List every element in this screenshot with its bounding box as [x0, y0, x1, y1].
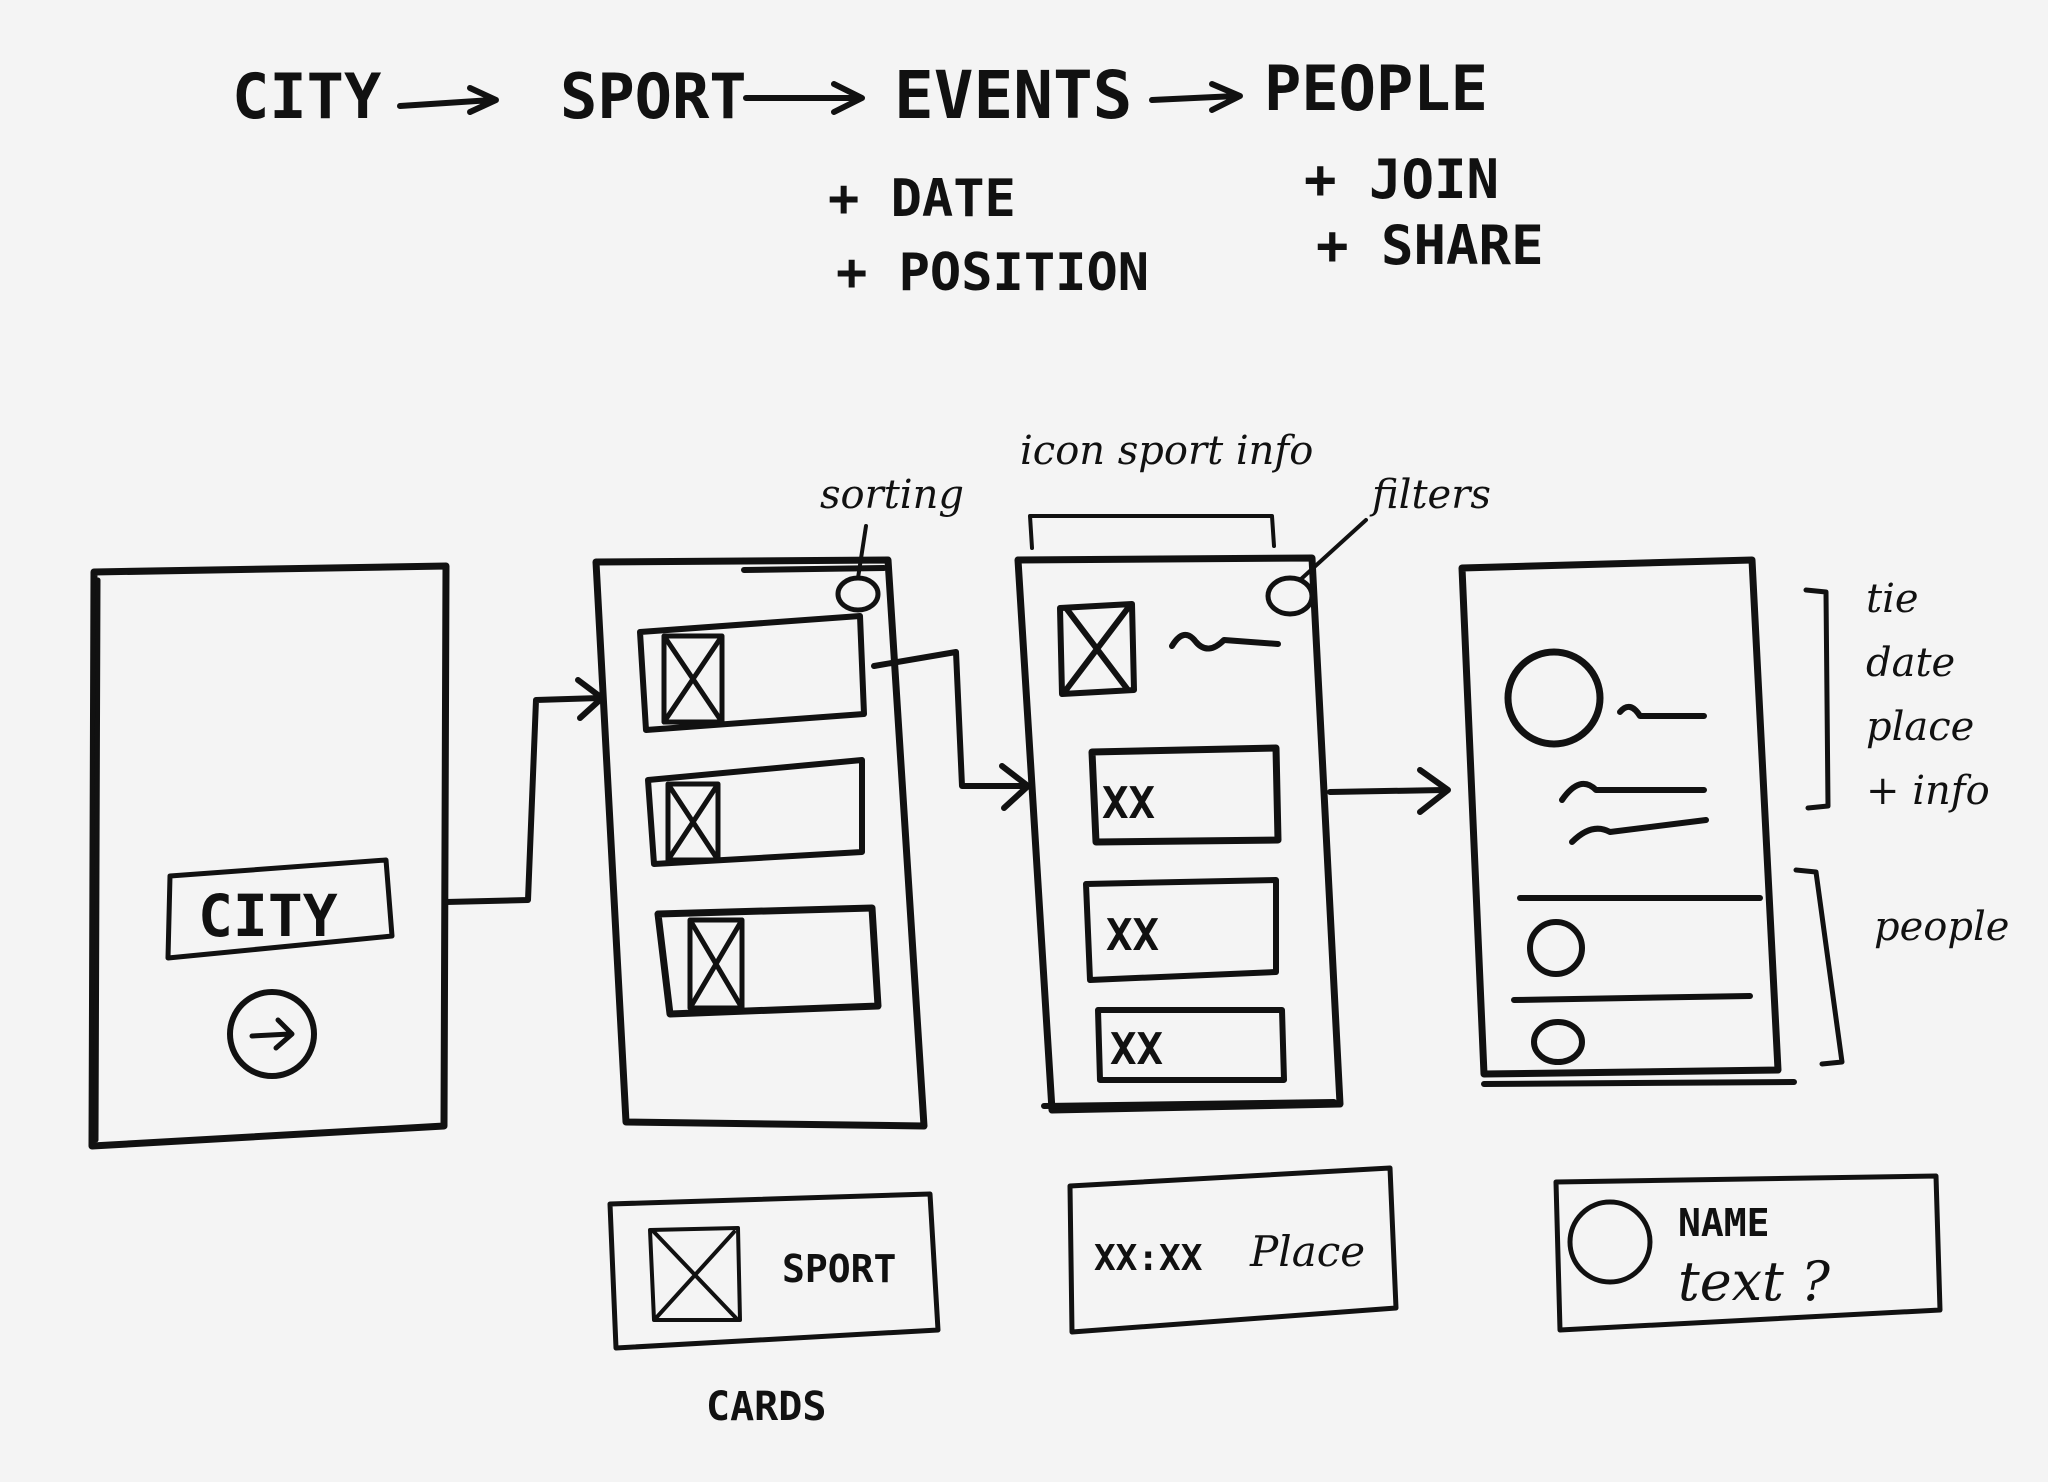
screen-city: CITY — [88, 562, 605, 1150]
flow-city: CITY — [232, 60, 382, 133]
arrow-right-icon — [249, 1017, 295, 1051]
image-placeholder-icon — [665, 781, 721, 863]
events-extra-date: + DATE — [828, 169, 1016, 229]
event-info-line-2 — [1569, 817, 1709, 845]
sport-card-1 — [637, 613, 867, 733]
event-title-line — [1617, 703, 1707, 719]
filters-button — [1265, 575, 1315, 617]
sport-card-3 — [654, 904, 882, 1018]
person-avatar-1 — [1527, 919, 1585, 977]
city-input-label: CITY — [198, 882, 338, 950]
image-placeholder-icon — [687, 917, 745, 1011]
image-placeholder-icon — [661, 633, 725, 725]
event-avatar — [1504, 648, 1604, 748]
flow-arrow-3 — [1149, 81, 1243, 113]
flow-diagram: CITY SPORT EVENTS PEOPLE + DATE + POSITI… — [232, 52, 1544, 303]
arrow-sport-to-events — [871, 649, 1031, 811]
screen-sport: sorting — [592, 472, 1031, 1130]
icon-sport-info-bracket — [1028, 514, 1276, 550]
screen-sport-frame — [592, 556, 928, 1130]
icon-sport-info-annotation: icon sport info — [1020, 428, 1313, 474]
event-card-3 — [1095, 1007, 1287, 1083]
image-placeholder-icon — [648, 1226, 742, 1322]
flow-people: PEOPLE — [1264, 52, 1488, 125]
flow-arrow-1 — [397, 85, 499, 115]
city-input — [165, 857, 395, 961]
detail-info-bracket — [1803, 587, 1831, 811]
people-extra-share: + SHARE — [1316, 214, 1544, 277]
person-avatar-2 — [1531, 1019, 1585, 1065]
event-card-2-label: XX — [1106, 910, 1159, 961]
event-card-2 — [1083, 877, 1279, 983]
people-bracket — [1793, 867, 1845, 1067]
event-card-sample-place: Place — [1249, 1227, 1365, 1276]
events-extra-position: + POSITION — [836, 243, 1149, 303]
detail-info-more: + info — [1866, 768, 1990, 814]
person-card-sample — [1553, 1173, 1943, 1333]
sport-info-text — [1169, 632, 1281, 652]
event-card-sample-time: XX:XX — [1094, 1238, 1203, 1279]
people-extra-join: + JOIN — [1304, 148, 1499, 211]
event-card-1 — [1088, 744, 1282, 846]
flow-sport: SPORT — [560, 60, 747, 133]
event-card-1-label: XX — [1102, 778, 1155, 829]
flow-arrow-2 — [743, 81, 865, 115]
detail-info-tie: tie — [1866, 576, 1919, 622]
cards-caption: CARDS — [706, 1384, 826, 1430]
event-info-line-1 — [1559, 780, 1707, 803]
person-card-sample-text: text ? — [1678, 1250, 1831, 1313]
flow-events: EVENTS — [894, 57, 1132, 134]
people-divider — [1511, 993, 1753, 1003]
people-annotation: people — [1874, 904, 2009, 950]
sport-card-sample — [607, 1191, 941, 1351]
go-button — [227, 989, 317, 1079]
screen-events-frame — [1014, 554, 1344, 1114]
arrow-city-to-sport — [443, 677, 605, 905]
sport-card-2 — [645, 757, 865, 867]
event-card-3-label: XX — [1110, 1024, 1163, 1075]
sorting-button — [835, 575, 881, 613]
detail-info-place: place — [1866, 704, 1974, 750]
screen-city-frame — [88, 562, 450, 1150]
sport-card-sample-label: SPORT — [782, 1247, 896, 1291]
screen-people-frame — [1458, 556, 1782, 1078]
person-card-sample-avatar — [1567, 1199, 1653, 1285]
sport-icon — [1057, 601, 1137, 697]
screen-events: icon sport info filters XX XX XX — [1014, 428, 1491, 1114]
filters-annotation: filters — [1369, 472, 1491, 518]
card-samples: SPORT CARDS XX:XX Place NAME text ? — [607, 1165, 1943, 1430]
arrow-events-to-people — [1327, 767, 1451, 815]
detail-info-date: date — [1866, 640, 1955, 686]
sorting-annotation: sorting — [820, 472, 964, 518]
person-card-sample-name: NAME — [1678, 1201, 1770, 1245]
screen-people: tie date place + info people — [1458, 556, 2009, 1087]
event-card-sample — [1067, 1165, 1399, 1335]
